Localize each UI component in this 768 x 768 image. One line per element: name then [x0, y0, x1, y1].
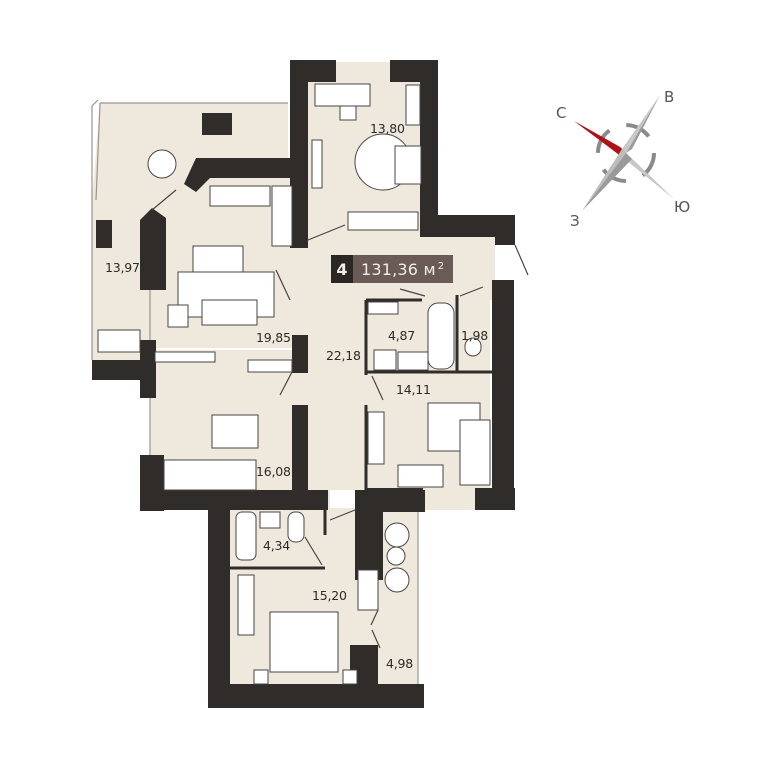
partitions	[230, 295, 492, 570]
room-area-bedroom-right: 14,11	[396, 382, 431, 397]
room-area-kitchen-living: 19,85	[256, 330, 291, 345]
room-area-balcony-bottom: 4,98	[386, 656, 414, 671]
room-area-master-bedroom: 15,20	[312, 588, 347, 603]
room-area-bathroom-1: 4,87	[388, 328, 416, 343]
room-area-bathroom-2: 4,34	[263, 538, 291, 553]
compass-west-label: З	[570, 212, 580, 230]
compass-north-label: С	[556, 104, 567, 122]
room-area-wc: 1,98	[461, 328, 489, 343]
room-area-hall: 22,18	[326, 348, 361, 363]
area-unit-power: 2	[437, 260, 445, 272]
rooms-count: 4	[331, 255, 353, 283]
compass-south-label: Ю	[674, 198, 691, 216]
walls	[92, 60, 515, 708]
doors	[151, 189, 529, 649]
room-area-bedroom-top: 13,80	[370, 121, 405, 136]
furniture	[97, 83, 491, 685]
area-unit: м	[423, 259, 436, 279]
total-area-value: 131,36	[361, 259, 419, 279]
room-area-loggia-left: 13,97	[105, 260, 140, 275]
compass-rose	[574, 95, 674, 211]
compass-east-label: В	[664, 88, 675, 106]
room-area-kids-room: 16,08	[256, 464, 291, 479]
windows	[91, 99, 419, 684]
